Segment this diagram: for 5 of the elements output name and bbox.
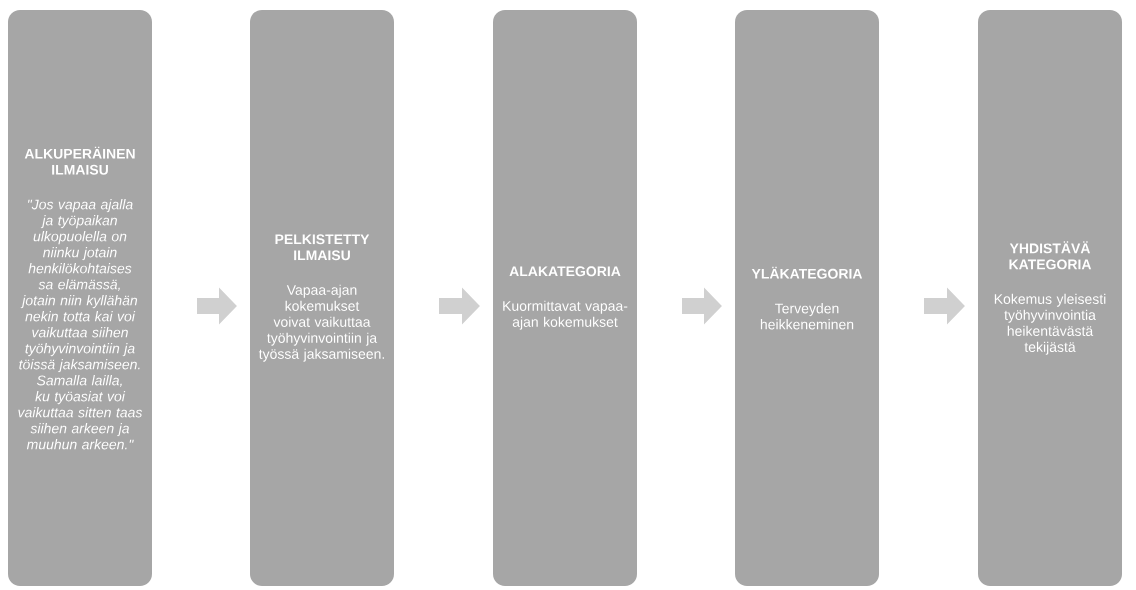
node-text: PELKISTETTY ILMAISU Vapaa-ajan kokemukset voivat vaikuttaa työhyvinvointiin ja työssä jaksamiseen. (258, 234, 385, 362)
node-text: YHDISTÄVÄ KATEGORIA Kokemus yleisesti työhyvinvointia heikentävästä tekijästä (994, 241, 1106, 355)
node-text: ALKUPERÄINEN ILMAISU "Jos vapaa ajalla ja työpaikan ulkopuolella on niinku jotain henkilökohtaises sa elämässä, jotain niin kyllähän nekin totta kai voi vaikuttaa siihen työhyvinvointiin ja töissä jaksamiseen. Samalla lailla, ku työasiat voi vaikuttaa sitten taas siihen arkeen ja muuhun arkeen." (18, 146, 143, 450)
node-text: YLÄKATEGORIA Terveyden heikkeneminen (751, 266, 863, 330)
node-text: ALAKATEGORIA Kuormittavat vapaa-ajan kokemukset (503, 266, 628, 330)
